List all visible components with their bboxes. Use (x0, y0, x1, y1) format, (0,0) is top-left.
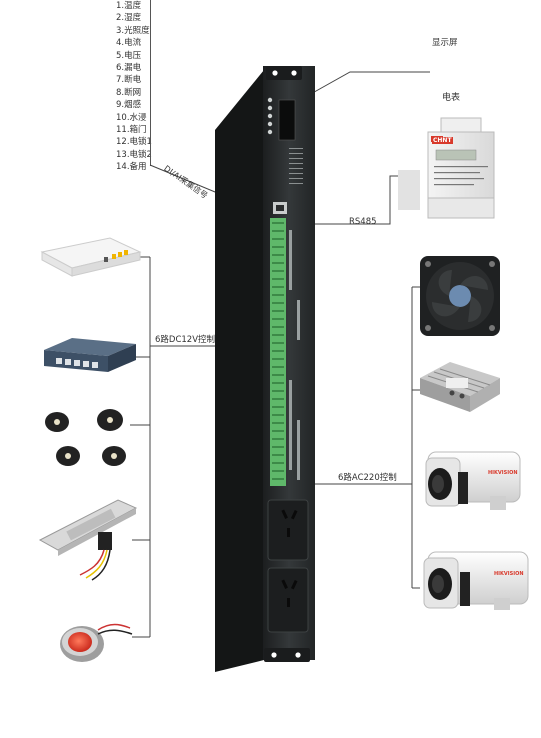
camera-1-brand: HIKVISION (488, 470, 518, 476)
router-device (40, 237, 142, 277)
emergency-button (60, 623, 133, 662)
power-socket-1 (267, 499, 309, 561)
ac220-label: 6路AC220控制 (338, 473, 397, 483)
sensor-item: 11.箱门 (116, 125, 147, 136)
sensor-item: 8.断网 (116, 87, 142, 98)
network-switch (44, 338, 136, 372)
controller-device (215, 66, 315, 672)
sensor-item: 5.电压 (116, 50, 142, 61)
cooling-fan (420, 256, 500, 336)
meter-label: 电表 (442, 93, 461, 103)
display-label: 显示屏 (432, 38, 458, 48)
rs485-label: RS485 (349, 217, 377, 227)
sensor-bracket-line (150, 0, 151, 166)
sensor-item: 4.电流 (116, 38, 142, 49)
camera-1 (425, 451, 521, 510)
sensor-item: 13.电锁2 (116, 149, 152, 160)
sensor-item: 14.备用 (116, 162, 147, 173)
device-display (278, 99, 296, 141)
electric-meter (398, 117, 495, 219)
electric-lock (38, 499, 138, 581)
heater-device (420, 362, 500, 412)
camera-2 (423, 551, 529, 610)
dc12v-label: 6路DC12V控制 (155, 335, 216, 345)
sensor-item: 7.断电 (116, 75, 142, 86)
sensor-item: 6.漏电 (116, 63, 142, 74)
meter-brand-text: CHNT (432, 137, 453, 144)
sensor-item: 1.温度 (116, 1, 142, 11)
camera-2-brand: HIKVISION (494, 571, 524, 577)
sensor-item: 10.水浸 (116, 112, 147, 123)
sensor-item: 2.湿度 (116, 13, 142, 24)
sensor-input-list: 1.温度 2.湿度 3.光照度 4.电流 5.电压 6.漏电 7.断电 8.断网… (116, 0, 152, 174)
sensor-item: 3.光照度 (116, 25, 150, 36)
power-socket-2 (267, 567, 309, 633)
sensor-discs (45, 409, 126, 466)
sensor-item: 9.烟感 (116, 100, 142, 111)
sensor-item: 12.电锁1 (116, 137, 152, 148)
